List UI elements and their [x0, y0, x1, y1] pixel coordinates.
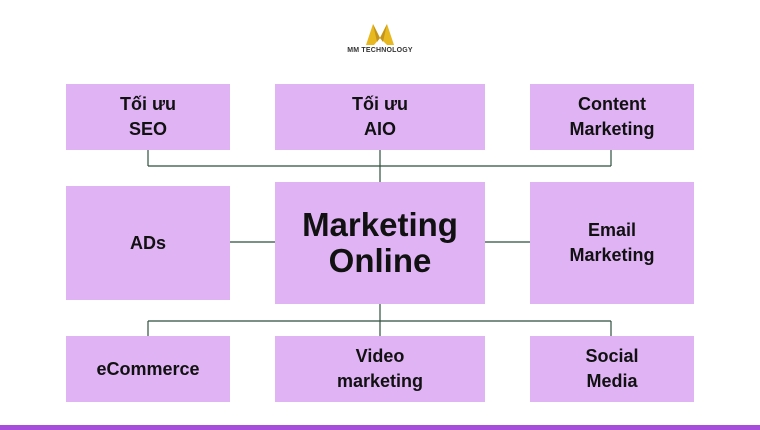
node-toi-uu-aio: Tối ưu AIO: [275, 84, 485, 150]
node-label: eCommerce: [96, 358, 200, 379]
node-ads: ADs: [66, 186, 230, 300]
node-label: Tối ưu AIO: [351, 94, 409, 139]
mm-logo-icon: [366, 24, 394, 45]
node-toi-uu-seo: Tối ưu SEO: [66, 84, 230, 150]
node-content-marketing: Content Marketing: [530, 84, 694, 150]
node-label: Video marketing: [336, 346, 424, 391]
center-node-marketing-online: Marketing Online: [275, 182, 485, 304]
node-social-media: Social Media: [530, 336, 694, 402]
node-label: ADs: [129, 232, 166, 253]
node-ecommerce: eCommerce: [66, 336, 230, 402]
center-node-label: Marketing Online: [302, 206, 458, 279]
node-label: Content Marketing: [569, 94, 655, 139]
node-email-marketing: Email Marketing: [530, 182, 694, 304]
node-label: Email Marketing: [569, 220, 655, 265]
node-video-marketing: Video marketing: [275, 336, 485, 402]
node-label: Tối ưu SEO: [119, 94, 177, 139]
logo: MM TECHNOLOGY: [330, 22, 430, 54]
node-label: Social Media: [585, 346, 639, 391]
bottom-accent-bar: [0, 425, 760, 430]
logo-text: MM TECHNOLOGY: [347, 47, 413, 54]
